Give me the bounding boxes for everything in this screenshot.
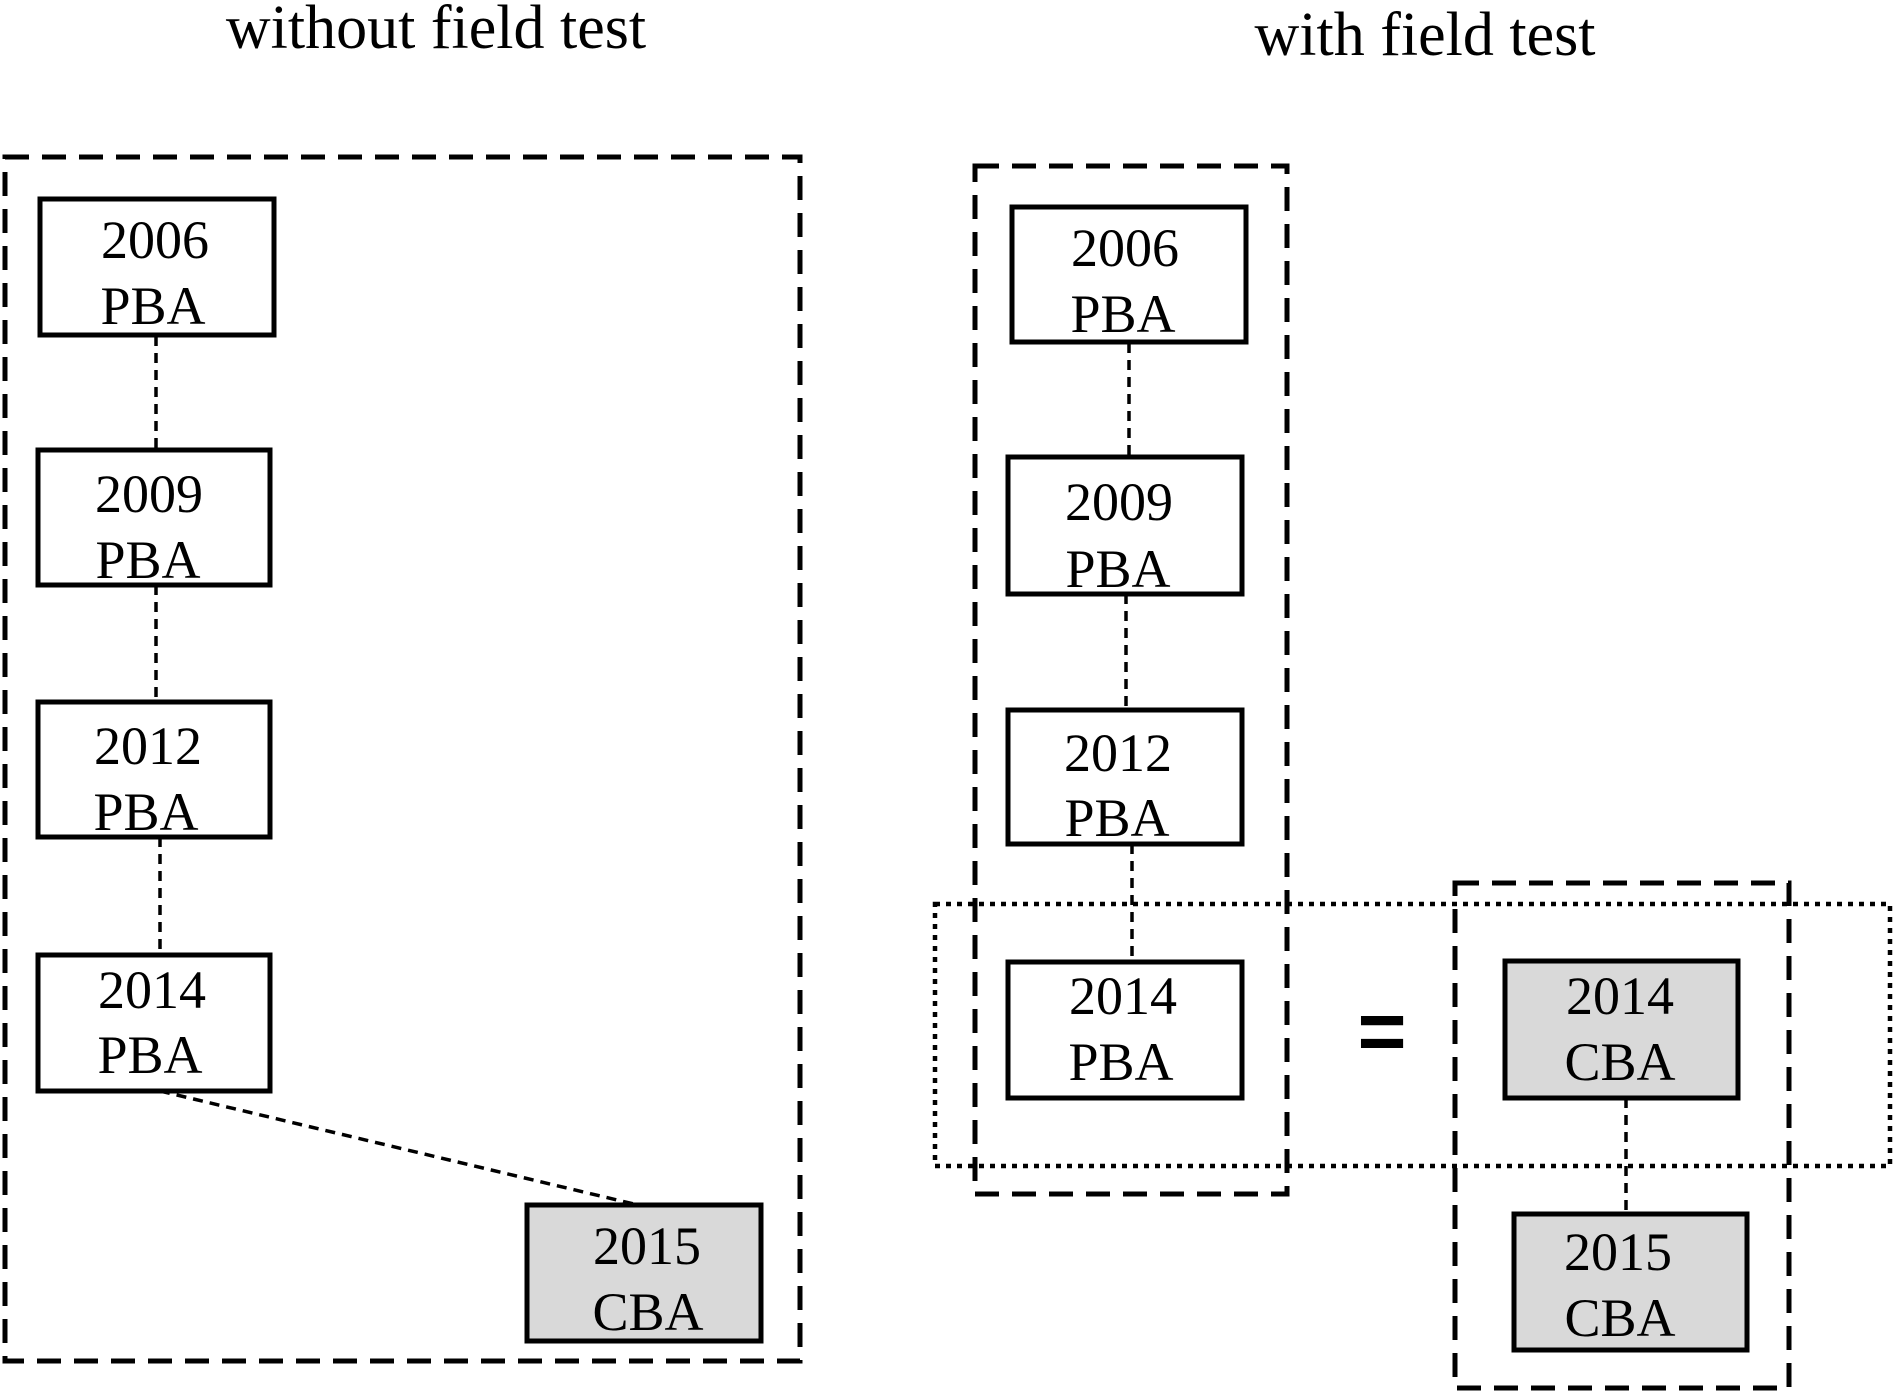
node-year: 2014 (1069, 966, 1177, 1026)
equivalence-dotted-frame (932, 901, 1893, 1169)
node-year: 2015 (1564, 1222, 1672, 1282)
node-year: 2014 (1566, 966, 1674, 1026)
node-year: 2009 (1065, 472, 1173, 532)
node-right-2009-pba: 2009 PBA (1005, 454, 1245, 599)
node-type: PBA (95, 530, 200, 590)
node-right-2006-pba: 2006 PBA (1009, 204, 1249, 345)
node-type: PBA (97, 1025, 202, 1085)
node-year: 2009 (95, 464, 203, 524)
node-year: 2006 (101, 210, 209, 270)
node-year: 2006 (1071, 218, 1179, 278)
node-box (1005, 707, 1245, 847)
right-connectors (1124, 343, 1628, 1214)
node-left-2006-pba: 2006 PBA (37, 196, 277, 338)
equals-symbol: = (1357, 984, 1406, 1078)
node-right-2014-cba: 2014 CBA (1502, 958, 1741, 1101)
node-type: CBA (592, 1282, 703, 1342)
node-year: 2015 (593, 1216, 701, 1276)
node-type: PBA (93, 782, 198, 842)
node-left-2015-cba: 2015 CBA (524, 1202, 764, 1344)
node-type: CBA (1564, 1288, 1675, 1348)
node-type: PBA (1068, 1032, 1173, 1092)
node-type: CBA (1564, 1032, 1675, 1092)
node-box (1009, 204, 1249, 345)
node-box (1511, 1211, 1750, 1353)
node-right-2015-cba: 2015 CBA (1511, 1211, 1750, 1353)
node-box (1005, 454, 1245, 597)
node-year: 2012 (1064, 723, 1172, 783)
node-box (1005, 959, 1245, 1101)
node-box (35, 447, 273, 588)
node-box (1502, 958, 1741, 1101)
node-type: PBA (100, 276, 205, 336)
title-with-field-test: with field test (1255, 1, 1596, 69)
node-right-2012-pba: 2012 PBA (1005, 707, 1245, 848)
left-connectors (154, 336, 639, 1207)
node-type: PBA (1064, 788, 1169, 848)
right-cba-group-dashed-frame (1452, 880, 1792, 1391)
node-left-2014-pba: 2014 PBA (35, 952, 273, 1094)
title-without-field-test: without field test (226, 0, 646, 62)
node-type: PBA (1065, 539, 1170, 599)
node-left-2009-pba: 2009 PBA (35, 447, 273, 590)
connector-left-2014-2015 (159, 1089, 639, 1207)
node-year: 2014 (98, 960, 206, 1020)
node-box (37, 196, 277, 338)
node-left-2012-pba: 2012 PBA (35, 699, 273, 842)
node-box (35, 952, 273, 1094)
node-box (35, 699, 273, 840)
node-year: 2012 (94, 716, 202, 776)
node-type: PBA (1070, 284, 1175, 344)
node-right-2014-pba: 2014 PBA (1005, 959, 1245, 1101)
node-box (524, 1202, 764, 1344)
right-pba-group-dashed-frame (972, 163, 1290, 1197)
